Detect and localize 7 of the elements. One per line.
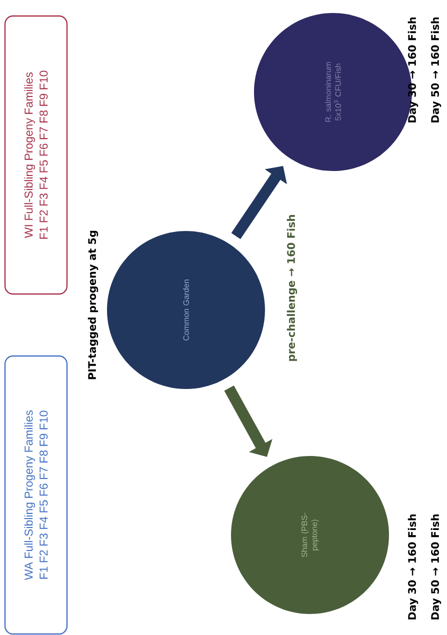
note-text: PIT-tagged progeny at 5g [88, 230, 98, 380]
note-text: Day 50 → 160 Fish [430, 17, 442, 122]
note-text: Day 30 → 160 Fish [408, 514, 418, 620]
family-box: WI Full-Sibling Progeny Families F1 F2 F3 F4 F5 F6 F7 F8 F9 F10 [4, 15, 68, 295]
note-text: Day 50 → 160 Fish [430, 514, 442, 620]
note-text: pre-challenge → 160 Fish [286, 215, 298, 361]
family-box: WA Full-Sibling Progeny Families F1 F2 F3 F4 F5 F6 F7 F8 F9 F10 [4, 355, 68, 635]
